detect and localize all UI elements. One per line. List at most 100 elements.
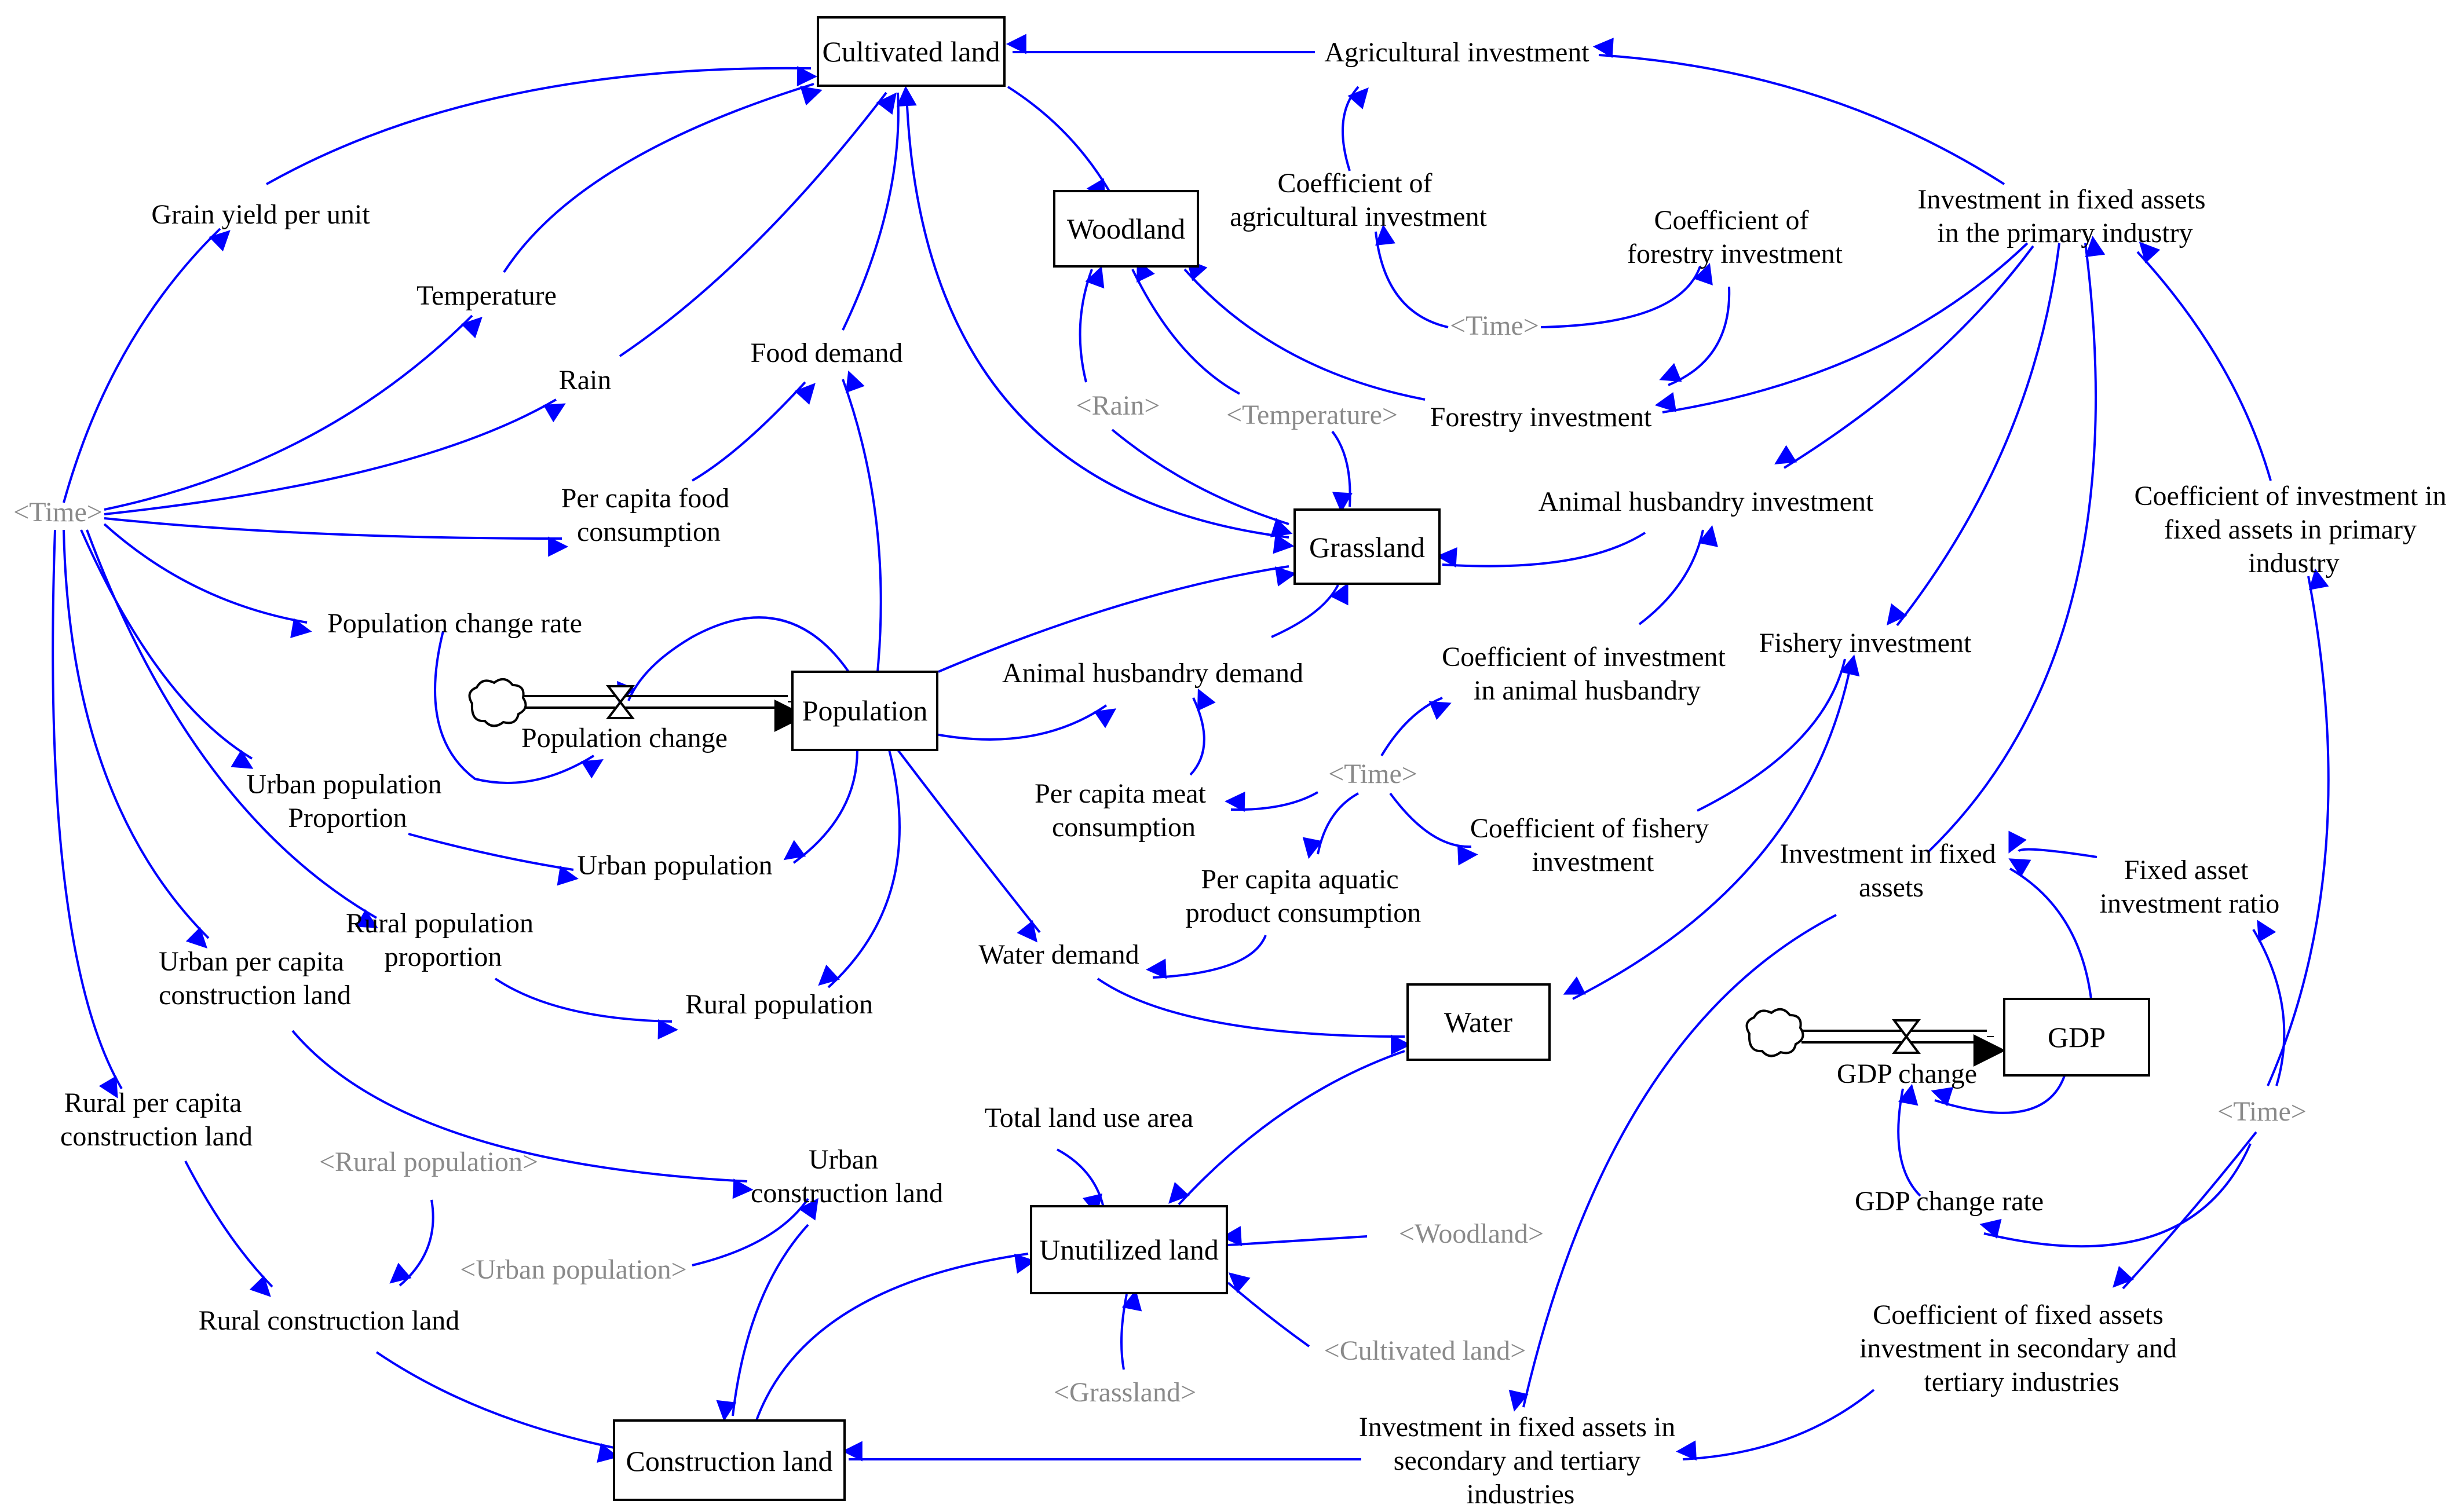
shadow-rain[interactable]: <Rain> bbox=[1076, 390, 1160, 421]
link-urban-pc-construction-to-urban-construction bbox=[291, 1030, 754, 1199]
population-flow-valve bbox=[605, 685, 635, 719]
population-flow-pipe bbox=[524, 695, 788, 709]
var-rain[interactable]: Rain bbox=[559, 365, 612, 396]
var-rural-population[interactable]: Rural population bbox=[685, 989, 873, 1020]
link-temperature-to-cultivated bbox=[503, 83, 823, 273]
svg-text:Construction land: Construction land bbox=[626, 1445, 833, 1477]
shadow-temperature[interactable]: <Temperature> bbox=[1226, 400, 1398, 430]
var-gdp-change-rate[interactable]: GDP change rate bbox=[1855, 1186, 2044, 1217]
link-time-right-to-gdp-change-rate bbox=[1979, 1143, 2252, 1248]
var-inv-fixed-assets[interactable]: Investment in fixed assets bbox=[1779, 839, 2002, 903]
link-gdp-change-rate-to-gdp-change bbox=[1897, 1083, 1921, 1197]
shadow-cultivated-land[interactable]: <Cultivated land> bbox=[1324, 1335, 1526, 1366]
stock-population[interactable]: Population bbox=[791, 671, 938, 751]
link-time-left-to-grain-yield bbox=[63, 228, 231, 503]
link-time-mid-to-aquatic bbox=[1302, 792, 1359, 859]
shadow-time-right[interactable]: <Time> bbox=[2217, 1096, 2307, 1127]
var-inv-secondary-tertiary[interactable]: Investment in fixed assets in secondary … bbox=[1359, 1412, 1683, 1510]
link-coef-inv-primary-to-inv-primary bbox=[2136, 241, 2272, 481]
link-rural-construction-to-construction bbox=[375, 1351, 619, 1463]
link-rural-pop-prop-to-rural-pop bbox=[494, 978, 678, 1040]
var-coef-inv-primary[interactable]: Coefficient of investment in fixed asset… bbox=[2135, 481, 2454, 579]
var-population-change-rate[interactable]: Population change rate bbox=[327, 608, 582, 639]
var-gdp-change[interactable]: GDP change bbox=[1837, 1059, 1977, 1089]
link-cultivated-to-woodland bbox=[1007, 86, 1110, 201]
link-population-to-rural-pop bbox=[818, 749, 901, 989]
shadow-urban-population[interactable]: <Urban population> bbox=[460, 1254, 686, 1285]
var-coef-inv-animal[interactable]: Coefficient of investment in animal husb… bbox=[1442, 642, 1733, 706]
var-per-capita-meat[interactable]: Per capita meat consumption bbox=[1035, 778, 1213, 843]
link-cultivated-to-grassland bbox=[905, 92, 1295, 554]
link-time-left-to-urban-pop-prop bbox=[80, 529, 254, 769]
shadow-time-mid[interactable]: <Time> bbox=[1328, 759, 1417, 789]
link-inv-fixed-to-inv-secondary bbox=[1508, 914, 1837, 1412]
stock-construction-land[interactable]: Construction land bbox=[613, 1419, 846, 1501]
var-coef-agri-investment[interactable]: Coefficient of agricultural investment bbox=[1230, 168, 1488, 232]
var-water-demand[interactable]: Water demand bbox=[978, 939, 1139, 970]
stock-water[interactable]: Water bbox=[1406, 983, 1551, 1061]
var-grain-yield[interactable]: Grain yield per unit bbox=[151, 199, 370, 230]
link-inv-primary-to-fishery-inv bbox=[1887, 243, 2060, 627]
var-urban-pc-construction[interactable]: Urban per capita construction land bbox=[159, 946, 351, 1011]
population-source-cloud bbox=[468, 678, 527, 727]
var-total-land-use-area[interactable]: Total land use area bbox=[985, 1103, 1193, 1133]
stock-grassland[interactable]: Grassland bbox=[1293, 508, 1441, 585]
link-time-mid-to-coef-fishery bbox=[1389, 792, 1478, 866]
var-per-capita-aquatic[interactable]: Per capita aquatic product consumption bbox=[1186, 864, 1421, 928]
link-gdp-to-inv-fixed bbox=[2008, 858, 2092, 1000]
link-water-demand-to-water bbox=[1097, 978, 1412, 1055]
link-coef-forestry-to-forestry-inv bbox=[1659, 286, 1731, 386]
shadow-grassland[interactable]: <Grassland> bbox=[1054, 1377, 1196, 1408]
stock-woodland[interactable]: Woodland bbox=[1053, 190, 1199, 268]
stock-unutilized-land[interactable]: Unutilized land bbox=[1030, 1205, 1228, 1294]
var-urban-population[interactable]: Urban population bbox=[577, 850, 772, 881]
svg-text:Grassland: Grassland bbox=[1309, 531, 1425, 563]
var-coef-forestry-investment[interactable]: Coefficient of forestry investment bbox=[1627, 205, 1843, 269]
stock-cultivated-land[interactable]: Cultivated land bbox=[817, 16, 1006, 87]
svg-text:Woodland: Woodland bbox=[1067, 213, 1185, 245]
link-rain-shadow-to-grassland bbox=[1111, 429, 1293, 537]
var-coef-fixed-secondary[interactable]: Coefficient of fixed assets investment i… bbox=[1859, 1299, 2184, 1397]
link-food-demand-to-cultivated bbox=[842, 86, 917, 331]
var-urban-pop-proportion[interactable]: Urban population Proportion bbox=[246, 769, 448, 833]
shadow-woodland[interactable]: <Woodland> bbox=[1399, 1218, 1544, 1249]
svg-text:Population: Population bbox=[802, 694, 928, 727]
link-coef-fixed-secondary-to-inv-secondary bbox=[1676, 1389, 1875, 1461]
link-population-to-pop-change bbox=[617, 616, 850, 704]
shadow-time-top[interactable]: <Time> bbox=[1450, 310, 1539, 341]
link-rural-pc-construction-to-rural-construction bbox=[184, 1160, 273, 1297]
link-inv-primary-to-forestry-inv bbox=[1654, 242, 2029, 413]
link-coef-agri-to-agri-inv bbox=[1342, 86, 1369, 171]
link-time-left-to-urban-pc-construction bbox=[63, 529, 210, 949]
link-urban-pop-shadow-to-urban-construction bbox=[692, 1198, 818, 1266]
var-rural-pc-construction[interactable]: Rural per capita construction land bbox=[60, 1088, 253, 1152]
stock-gdp[interactable]: GDP bbox=[2003, 998, 2150, 1077]
var-inv-primary-industry[interactable]: Investment in fixed assets in the primar… bbox=[1917, 184, 2212, 248]
var-food-demand[interactable]: Food demand bbox=[751, 338, 903, 368]
shadow-variables: <Time> <Time> <Time> <Time> <Rain> <Temp… bbox=[13, 310, 2307, 1408]
var-animal-husbandry-demand[interactable]: Animal husbandry demand bbox=[1002, 658, 1303, 689]
link-time-mid-to-meat bbox=[1225, 791, 1319, 812]
shadow-rural-population[interactable]: <Rural population> bbox=[319, 1147, 538, 1177]
variables: Agricultural investment Coefficient of a… bbox=[60, 37, 2454, 1510]
link-cultivated-shadow-to-unutilized bbox=[1227, 1272, 1310, 1348]
var-urban-construction-land[interactable]: Urban construction land bbox=[751, 1144, 943, 1209]
var-per-capita-food[interactable]: Per capita food consumption bbox=[561, 483, 737, 547]
var-forestry-investment[interactable]: Forestry investment bbox=[1430, 402, 1652, 433]
var-population-change[interactable]: Population change bbox=[521, 723, 728, 753]
link-time-right-to-fixed-ratio bbox=[2252, 920, 2286, 1086]
var-fishery-investment[interactable]: Fishery investment bbox=[1759, 628, 1972, 658]
var-fixed-asset-ratio[interactable]: Fixed asset investment ratio bbox=[2100, 855, 2280, 919]
gdp-flow-valve bbox=[1892, 1019, 1921, 1054]
var-rural-construction-land[interactable]: Rural construction land bbox=[199, 1305, 460, 1336]
shadow-time-left[interactable]: <Time> bbox=[13, 497, 103, 528]
link-temperature-shadow-to-grassland bbox=[1331, 430, 1353, 513]
var-coef-fishery[interactable]: Coefficient of fishery investment bbox=[1470, 813, 1716, 877]
link-grain-yield-to-cultivated bbox=[266, 66, 818, 185]
var-animal-husbandry-investment[interactable]: Animal husbandry investment bbox=[1539, 486, 1874, 517]
var-agricultural-investment[interactable]: Agricultural investment bbox=[1324, 37, 1589, 68]
var-rural-pop-proportion[interactable]: Rural population proportion bbox=[346, 908, 540, 972]
link-rain-shadow-to-woodland bbox=[1079, 266, 1105, 383]
var-temperature[interactable]: Temperature bbox=[416, 280, 557, 311]
